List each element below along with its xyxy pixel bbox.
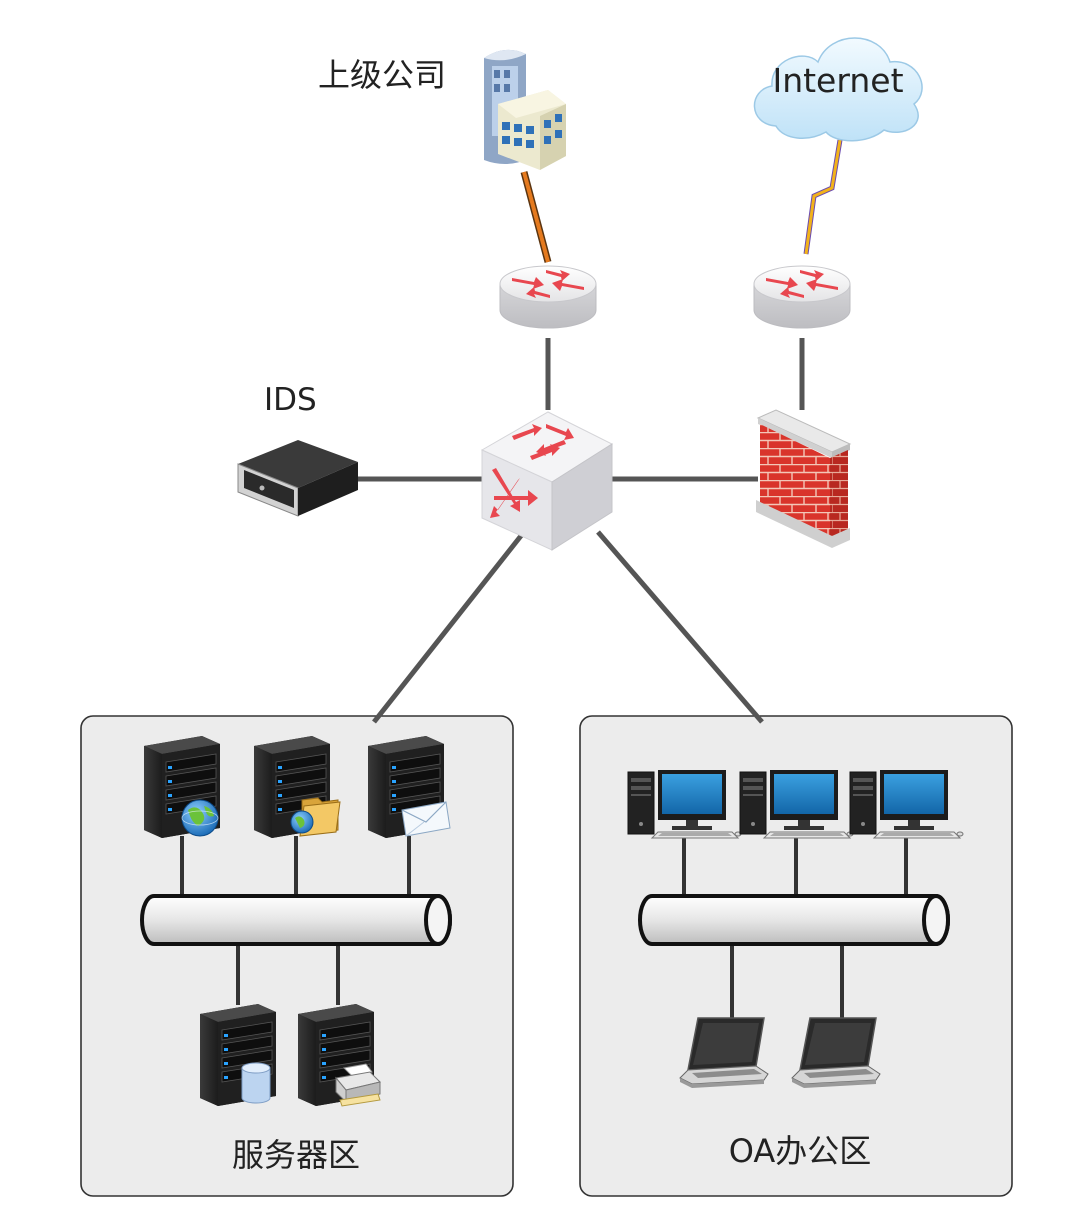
parent-company-label: 上级公司 [318, 56, 446, 94]
printer-icon [335, 1063, 381, 1107]
envelope-icon [401, 801, 451, 837]
database-icon [241, 1062, 271, 1104]
wan-link [520, 171, 552, 263]
link-switch-oa-zone [596, 530, 764, 724]
router-icon [753, 265, 851, 329]
internet-label: Internet [772, 61, 903, 100]
office-building-icon [484, 49, 566, 170]
ids-appliance-icon [237, 440, 358, 517]
firewall-icon [756, 409, 852, 548]
server-zone-box [80, 715, 514, 1197]
ids-label: IDS [264, 382, 317, 418]
link-switch-server-zone [372, 530, 526, 724]
cloud-icon [753, 37, 923, 142]
lightning-link-icon [803, 139, 843, 255]
bus-drops [180, 834, 908, 1020]
oa-zone-label: OA办公区 [729, 1132, 872, 1170]
network-bus-icon [638, 894, 950, 946]
router-icon [499, 265, 597, 329]
folder-icon [290, 797, 341, 837]
core-switch-icon [480, 411, 614, 551]
network-links [358, 338, 805, 724]
network-bus-icon [140, 894, 452, 946]
globe-icon [181, 799, 219, 837]
server-zone-label: 服务器区 [232, 1136, 360, 1174]
